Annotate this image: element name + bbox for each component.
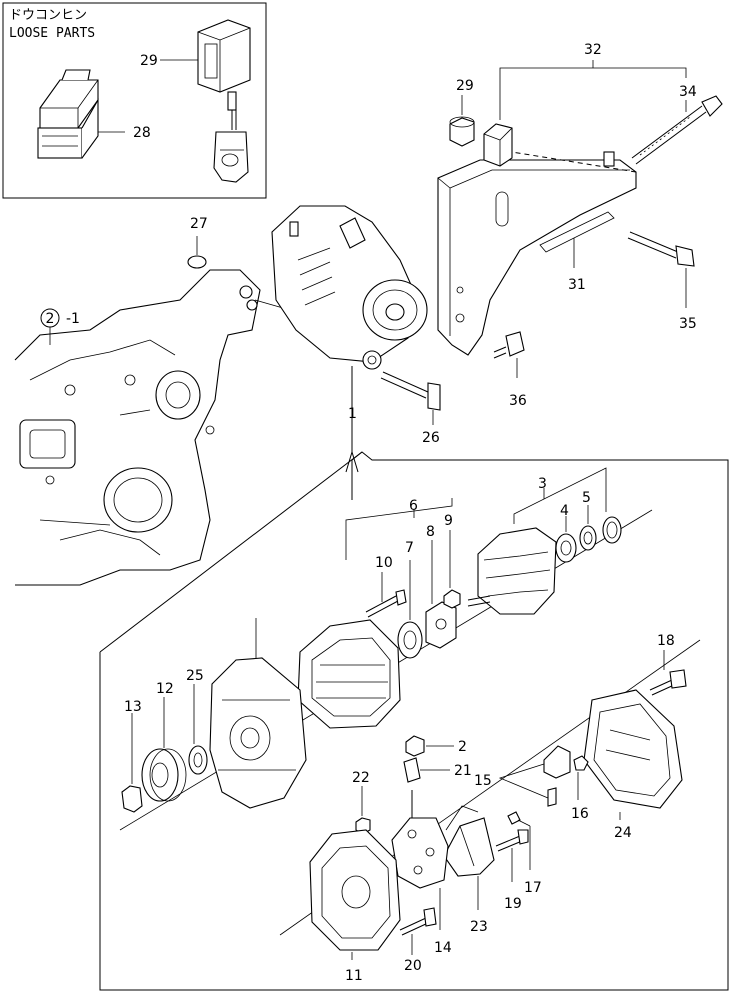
callout-35: 35	[679, 316, 697, 332]
relay-part-28	[37, 69, 125, 159]
gear-case-housing	[14, 269, 291, 586]
nut-part-13	[121, 713, 143, 813]
alternator-assembly	[271, 205, 428, 398]
callout-19: 19	[504, 896, 522, 912]
collar-part-5	[579, 505, 597, 551]
callout-8: 8	[426, 524, 435, 540]
bolt-part-34	[631, 95, 723, 165]
rotor-part-3	[467, 467, 607, 615]
callout-3: 3	[538, 476, 547, 492]
bearing-part-4	[555, 516, 577, 563]
spacer-part-30	[449, 95, 475, 147]
nut-part-2	[405, 735, 454, 757]
reference-callout: 2 -1	[40, 308, 80, 345]
screw-part-16	[573, 755, 589, 800]
bolt-part-35	[627, 231, 695, 308]
bracket-part-31	[437, 151, 637, 356]
inset-title-jp: ドウコンヒン	[9, 8, 87, 23]
callout-7: 7	[405, 540, 414, 556]
callout-14: 14	[434, 940, 452, 956]
callout-22: 22	[352, 770, 370, 786]
callout-4: 4	[560, 503, 569, 519]
bolt-part-19	[495, 829, 529, 882]
callout-31: 31	[568, 277, 586, 293]
brush-holder-part-15	[498, 745, 571, 807]
ref-number: 2	[46, 311, 55, 327]
bushing-part-21	[403, 757, 450, 783]
callout-28: 28	[133, 125, 151, 141]
nut-part-27	[187, 236, 207, 269]
callout-15: 15	[474, 773, 492, 789]
callout-25: 25	[186, 668, 204, 684]
nut-part-22	[355, 786, 371, 835]
callout-17: 17	[524, 880, 542, 896]
callout-2: 2	[458, 739, 467, 755]
bolt-part-10	[365, 572, 407, 618]
washer-ring	[602, 516, 622, 544]
screw-part-17	[507, 811, 531, 870]
bolt-part-20	[399, 907, 437, 955]
block-part-32	[483, 60, 687, 167]
bolt-part-18	[649, 650, 687, 696]
bolt-part-36	[493, 331, 525, 378]
regulator-part-23	[443, 805, 495, 910]
callout-20: 20	[404, 958, 422, 974]
callout-16: 16	[571, 806, 589, 822]
pulley-part-12	[141, 697, 187, 802]
callout-6: 6	[409, 498, 418, 514]
callout-26: 26	[422, 430, 440, 446]
plate-part-8	[425, 540, 457, 649]
sensor-part-29	[160, 19, 251, 183]
loose-parts-inset: ドウコンヒン LOOSE PARTS	[2, 2, 267, 199]
callout-10: 10	[375, 555, 393, 571]
callout-12: 12	[156, 681, 174, 697]
exploded-view-frame	[99, 398, 729, 991]
bearing-part-7	[397, 560, 423, 659]
spacer-part-25	[188, 684, 208, 775]
callout-13: 13	[124, 699, 142, 715]
callout-23: 23	[470, 919, 488, 935]
front-housing	[209, 618, 307, 809]
ref-suffix: -1	[66, 311, 80, 327]
callout-18: 18	[657, 633, 675, 649]
callout-34: 34	[679, 84, 697, 100]
callout-36: 36	[509, 393, 527, 409]
callout-21: 21	[454, 763, 472, 779]
rear-cover-part-24	[583, 689, 683, 820]
rear-frame-part-11	[309, 829, 401, 960]
bolt-part-26	[380, 371, 441, 425]
callout-9: 9	[444, 513, 453, 529]
callout-24: 24	[614, 825, 632, 841]
callout-11: 11	[345, 968, 363, 984]
inset-title-en: LOOSE PARTS	[9, 26, 95, 41]
callout-27: 27	[190, 216, 208, 232]
callout-32: 32	[584, 42, 602, 58]
callout-30: 29	[456, 78, 474, 94]
stator-part	[297, 619, 401, 729]
callout-5: 5	[582, 490, 591, 506]
rectifier-part-14	[391, 790, 449, 930]
callout-29: 29	[140, 53, 158, 69]
screw-part-9	[443, 530, 461, 609]
